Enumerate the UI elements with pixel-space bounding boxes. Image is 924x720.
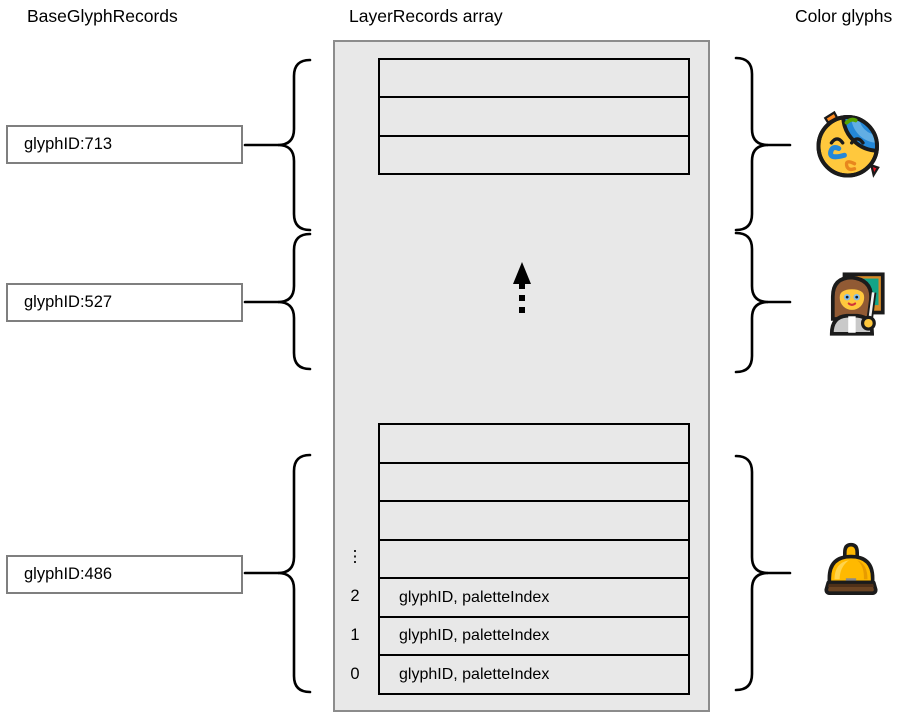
- row-index-label: 0: [350, 664, 360, 683]
- woman-teacher-emoji: [819, 269, 887, 337]
- layer-row-record: glyphID, paletteIndex: [380, 577, 688, 616]
- right-brace-3: [734, 454, 769, 692]
- row-index-label: 1: [350, 625, 360, 644]
- row-index-label: 2: [350, 586, 360, 605]
- partying-face-emoji: [814, 108, 886, 180]
- layer-row: [380, 538, 688, 578]
- layer-record-text: glyphID, paletteIndex: [399, 588, 550, 606]
- left-brace-3: [277, 453, 312, 694]
- layer-row: [380, 500, 688, 539]
- layer-row: [380, 96, 688, 134]
- base-glyph-record-box: glyphID:486: [6, 555, 243, 594]
- layer-record-text: glyphID, paletteIndex: [399, 627, 550, 645]
- baseglyphrecords-title: BaseGlyphRecords: [27, 6, 178, 26]
- layer-row-record: glyphID, paletteIndex: [380, 654, 688, 693]
- row-index-ellipsis: ⋮: [346, 548, 364, 566]
- layer-rows-top-group: [378, 58, 690, 175]
- layer-row: [380, 60, 688, 96]
- colorglyphs-title: Color glyphs: [795, 6, 893, 26]
- base-glyph-record-label: glyphID:486: [24, 565, 113, 583]
- layer-record-text: glyphID, paletteIndex: [399, 665, 550, 683]
- right-brace-2: [734, 231, 769, 374]
- layer-rows-bottom-group: glyphID, paletteIndex glyphID, paletteIn…: [378, 423, 690, 695]
- layer-row-record: glyphID, paletteIndex: [380, 615, 688, 655]
- left-brace-2: [277, 232, 312, 371]
- layerrecords-title: LayerRecords array: [349, 6, 503, 26]
- bellhop-bell-emoji: [818, 537, 884, 603]
- base-glyph-record-box: glyphID:527: [6, 283, 243, 322]
- base-glyph-record-label: glyphID:713: [24, 135, 113, 153]
- layer-row: [380, 461, 688, 501]
- left-brace-1: [277, 58, 312, 232]
- base-glyph-record-label: glyphID:527: [24, 293, 113, 311]
- layer-row: [380, 425, 688, 462]
- base-glyph-record-box: glyphID:713: [6, 125, 243, 164]
- right-brace-1: [734, 56, 769, 232]
- layer-row: [380, 134, 688, 173]
